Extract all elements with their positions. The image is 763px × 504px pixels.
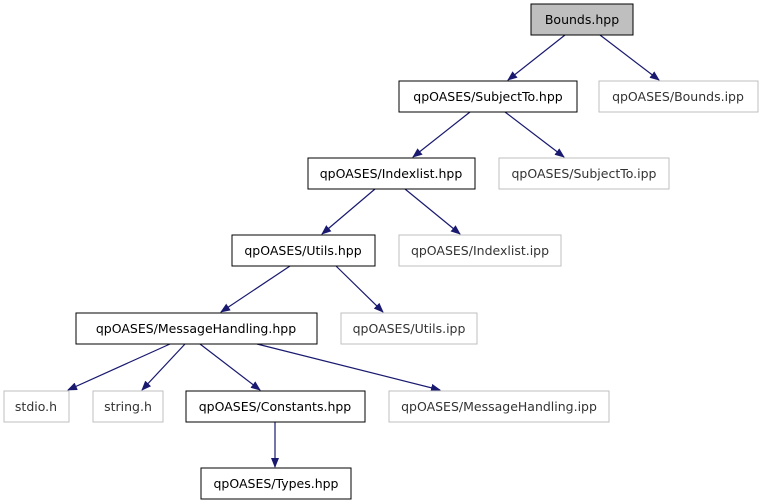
node-label: qpOASES/SubjectTo.hpp [413, 89, 563, 104]
node-stdio-h: stdio.h [3, 390, 70, 423]
node-label: qpOASES/SubjectTo.ipp [511, 166, 656, 181]
node-label: qpOASES/Constants.hpp [199, 399, 352, 414]
edge-messagehandling-to-messagehandling-ipp [256, 343, 441, 392]
node-constants-hpp[interactable]: qpOASES/Constants.hpp [185, 390, 366, 423]
node-label: string.h [104, 399, 152, 414]
node-messagehandling-ipp: qpOASES/MessageHandling.ipp [388, 390, 610, 423]
edge-bounds-to-subjectto [507, 34, 566, 81]
node-label: stdio.h [15, 399, 57, 414]
node-label: qpOASES/Indexlist.hpp [320, 166, 463, 181]
node-label: Bounds.hpp [545, 12, 619, 27]
node-indexlist-ipp: qpOASES/Indexlist.ipp [398, 234, 562, 267]
nodes: Bounds.hpp qpOASES/SubjectTo.hpp qpOASES… [3, 3, 759, 500]
edge-subjectto-to-indexlist [412, 111, 471, 158]
node-string-h: string.h [92, 390, 164, 423]
edge-subjectto-to-subjectto-ipp [504, 111, 565, 158]
edge-bounds-to-bounds-ipp [599, 34, 660, 81]
node-label: qpOASES/MessageHandling.hpp [96, 321, 296, 336]
edge-indexlist-to-utils [321, 188, 376, 235]
node-bounds-hpp[interactable]: Bounds.hpp [530, 3, 634, 36]
node-types-hpp[interactable]: qpOASES/Types.hpp [200, 467, 352, 500]
node-label: qpOASES/Types.hpp [213, 476, 338, 491]
edge-messagehandling-to-constants [199, 343, 261, 391]
node-utils-hpp[interactable]: qpOASES/Utils.hpp [231, 234, 376, 267]
node-subjectto-ipp: qpOASES/SubjectTo.ipp [498, 157, 670, 190]
edge-utils-to-utils-ipp [335, 265, 384, 313]
node-bounds-ipp: qpOASES/Bounds.ipp [598, 80, 759, 113]
node-subjectto-hpp[interactable]: qpOASES/SubjectTo.hpp [398, 80, 578, 113]
node-messagehandling-hpp[interactable]: qpOASES/MessageHandling.hpp [75, 312, 318, 345]
edge-messagehandling-to-string [141, 343, 186, 391]
node-label: qpOASES/Indexlist.ipp [411, 243, 549, 258]
node-label: qpOASES/MessageHandling.ipp [401, 399, 597, 414]
edge-messagehandling-to-stdio [67, 343, 171, 391]
edge-utils-to-messagehandling [220, 265, 291, 313]
edge-indexlist-to-indexlist-ipp [404, 188, 461, 235]
node-indexlist-hpp[interactable]: qpOASES/Indexlist.hpp [307, 157, 476, 190]
node-utils-ipp: qpOASES/Utils.ipp [340, 312, 478, 345]
node-label: qpOASES/Utils.hpp [244, 243, 361, 258]
edges [67, 34, 660, 468]
node-label: qpOASES/Utils.ipp [353, 321, 466, 336]
node-label: qpOASES/Bounds.ipp [612, 89, 744, 104]
